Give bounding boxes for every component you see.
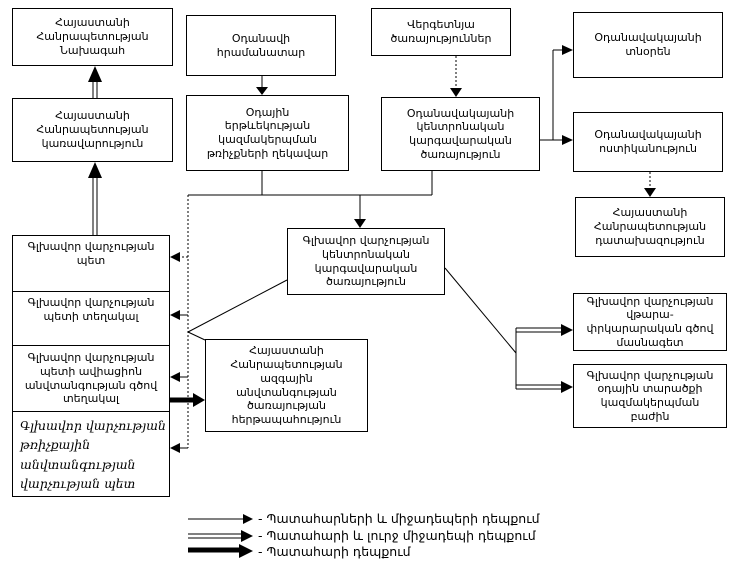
node-president: Հայաստանի Հանրապետության Նախագահ [12,8,173,66]
node-prosecutors-office: Հայաստանի Հանրապետության դատախազություն [575,197,725,257]
diagonal-center-to-left-bus [187,279,288,333]
node-nss-duty-service: Հայաստանի Հանրապետության ազգային անվտանգ… [205,339,368,432]
legend-thin-arrow [188,514,253,524]
diagonal-bus-to-nss [187,331,206,341]
node-flight-safety-dept-head: Գլխավոր վարչության թռիչքային անվտանգությ… [12,411,170,497]
arrow-bus-to-head [170,252,188,262]
legend-item-double: - Պատահարի և լուրջ միջադեպի դեպքում [258,528,536,543]
node-airport-central-dispatch: Օդանավակայանի կենտրոնական կարգավարական ծ… [381,97,540,171]
node-aircraft-commander: Օդանավի հրամանատար [186,15,336,76]
bus-top-to-center [188,171,433,228]
legend-double-arrow [188,530,253,542]
arrow-dispatch-to-director-and-police [540,45,573,145]
arrow-government-to-president [88,66,102,98]
right-bus-arrows [515,324,573,393]
arrow-head-to-government [88,162,102,235]
node-airspace-division: Գլխավոր վարչության օդային տարածքի կազմակ… [573,364,727,428]
node-airport-police: Օդանավակայանի ոստիկանություն [573,112,723,172]
arrow-bus-to-deputy [170,310,188,320]
legend-item-thin: - Պատահարների և միջադեպերի դեպքում [258,511,540,526]
legend-thick-arrow [188,544,253,558]
node-government: Հայաստանի Հանրապետության կառավարություն [12,98,173,162]
arrow-ground-to-airport-dispatch [450,56,462,97]
arrow-police-to-prosecutor [644,172,656,197]
diagonal-center-to-right-bus [444,267,517,354]
arrow-commander-to-atm [256,76,268,95]
node-airport-director: Օդանավակայանի տնօրեն [573,12,723,78]
arrow-bus-to-security-deputy [170,372,188,382]
node-rescue-specialist: Գլխավոր վարչության վթարա- փրկարարական գծ… [573,293,727,351]
legend-item-thick: - Պատահարի դեպքում [258,544,411,559]
node-main-dept-deputy: Գլխավոր վարչության պետի տեղակալ [12,291,170,346]
node-atm-flights-director: Օդային երթևեկության կազմակերպման թռիչքնե… [186,95,349,171]
node-main-dept-central-dispatch: Գլխավոր վարչության կենտրոնական կարգավարա… [287,228,445,295]
arrow-thick-to-nss [170,393,205,407]
node-ground-services: Վերգետնյա ծառայություններ [371,8,511,56]
arrow-bus-to-flight-safety-head [170,443,188,453]
node-main-dept-head: Գլխավոր վարչության պետ [12,235,170,292]
node-aviation-security-deputy: Գլխավոր վարչության պետի ավիացիոն անվտանգ… [12,345,170,412]
